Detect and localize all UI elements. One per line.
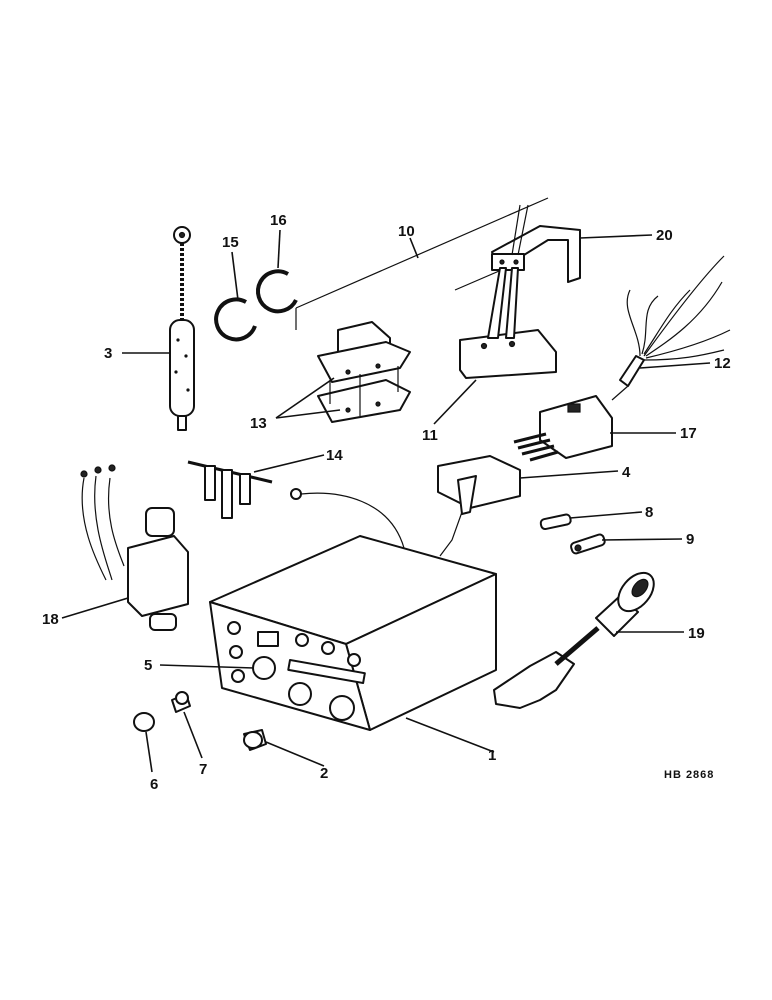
callout-14: 14 <box>326 447 343 464</box>
lever-box-part-11 <box>459 267 557 379</box>
leader-lines <box>61 229 711 773</box>
callout-16: 16 <box>270 212 287 229</box>
callout-5: 5 <box>144 657 152 674</box>
callout-11: 11 <box>422 427 438 444</box>
cable-box-part-4 <box>437 455 521 557</box>
callout-15: 15 <box>222 234 239 251</box>
callout-12: 12 <box>714 355 731 372</box>
callout-19: 19 <box>688 625 705 642</box>
knob-part-2 <box>243 729 267 751</box>
ground-wire <box>290 488 405 549</box>
callout-18: 18 <box>42 611 59 628</box>
control-unit-part-1 <box>209 535 497 731</box>
callout-17: 17 <box>680 425 697 442</box>
knob-part-6 <box>133 712 155 732</box>
callout-3: 3 <box>104 345 112 362</box>
callout-10: 10 <box>398 223 415 240</box>
callout-9: 9 <box>686 531 694 548</box>
snap-ring-part-15 <box>214 297 257 342</box>
plug-cable-part-19 <box>493 571 655 709</box>
callout-8: 8 <box>645 504 653 521</box>
reference-code: HB 2868 <box>664 769 714 781</box>
callouts: 1 2 3 4 5 6 7 8 9 10 11 12 13 14 15 16 1… <box>42 212 731 793</box>
callout-6: 6 <box>150 776 158 793</box>
callout-13: 13 <box>250 415 267 432</box>
callout-7: 7 <box>199 761 207 778</box>
mounting-plate-part-13 <box>317 321 411 423</box>
callout-1: 1 <box>488 747 496 764</box>
callout-2: 2 <box>320 765 328 782</box>
callout-20: 20 <box>656 227 673 244</box>
fitting-part-8 <box>539 513 572 531</box>
speaker-part-18 <box>80 464 189 631</box>
clip-part-14 <box>187 460 273 519</box>
antenna-part-3 <box>169 226 195 431</box>
snap-ring-part-16 <box>256 269 298 314</box>
fitting-part-9 <box>570 533 606 555</box>
knob-part-7 <box>171 691 191 713</box>
connector-part-17 <box>513 395 613 462</box>
wire-harness-part-12 <box>611 255 731 401</box>
callout-4: 4 <box>622 464 631 481</box>
bracket-part-20 <box>491 204 581 283</box>
